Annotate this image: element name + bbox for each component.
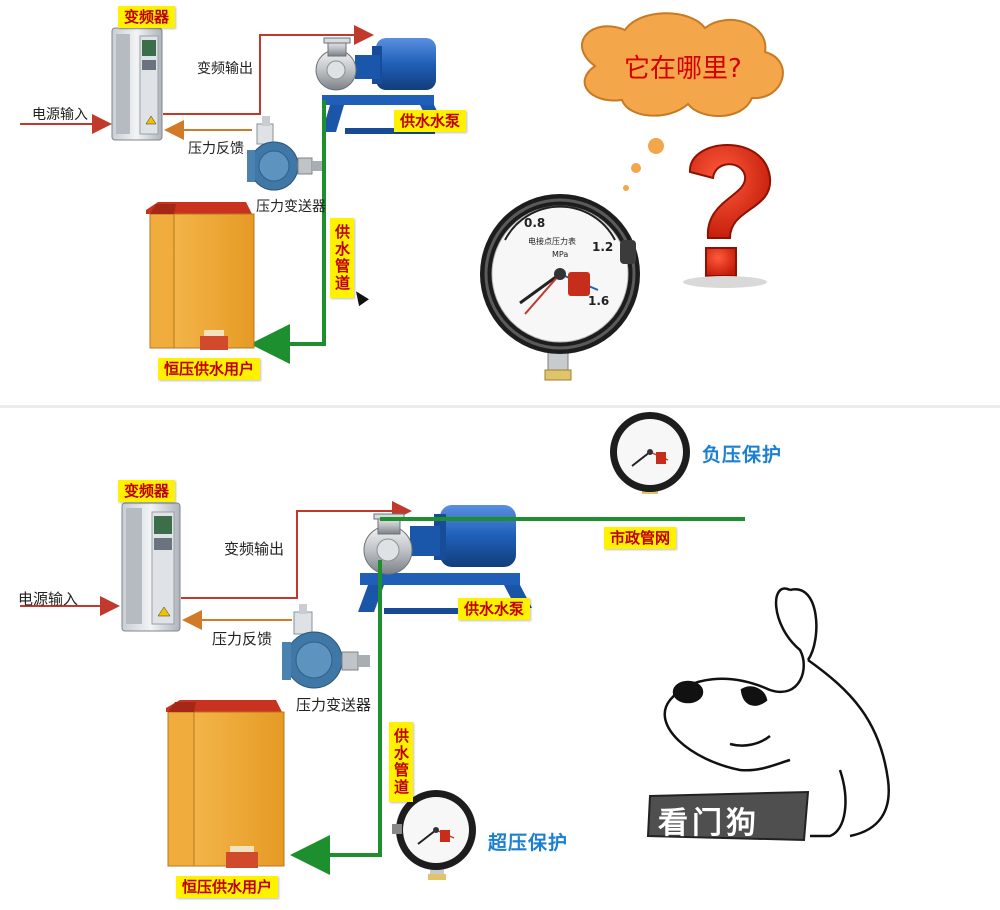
vfd-output-label-bottom: 变频输出	[224, 540, 285, 558]
pressure-transmitter-top	[247, 116, 322, 191]
gauge-reading-12: 1.2	[592, 240, 614, 254]
pressure-feedback-label-top: 压力反馈	[188, 141, 244, 157]
gauge-negative-pressure	[610, 412, 690, 494]
vfd-output-arrow-bottom	[181, 501, 412, 599]
power-input-label-bottom: 电源输入	[18, 590, 79, 608]
pressure-transmitter-bottom	[282, 604, 370, 689]
negative-pressure-protect-label: 负压保护	[702, 444, 783, 466]
vfd-output-label-top: 变频输出	[197, 61, 253, 77]
pump-label-top: 供水水泵	[394, 110, 467, 132]
power-input-label-top: 电源输入	[32, 107, 88, 123]
pump-label-bottom: 供水水泵	[458, 598, 531, 620]
gauge-title: 电接点压力表	[528, 237, 576, 246]
gauge-reading-16: 1.6	[588, 294, 610, 308]
thought-cloud	[581, 12, 784, 191]
contact-pressure-gauge-top	[480, 194, 640, 381]
users-label-top: 恒压供水用户	[158, 358, 261, 380]
section-divider	[0, 405, 1000, 408]
vfd-device-top	[111, 27, 163, 141]
gauge-unit: MPa	[552, 250, 569, 259]
watchdog-illustration	[663, 587, 890, 838]
users-label-bottom: 恒压供水用户	[176, 876, 279, 898]
water-pipe-top	[250, 100, 326, 364]
vfd-label-bottom: 变频器	[118, 480, 176, 502]
pipe-label-bottom: 供水管道	[389, 722, 413, 802]
vfd-output-arrow-top	[163, 25, 374, 115]
pressure-feedback-label-bottom: 压力反馈	[212, 630, 273, 648]
pipe-label-top: 供水管道	[330, 218, 354, 298]
gauge-reading-08: 0.8	[524, 216, 546, 230]
watchdog-text: 看门狗	[658, 806, 760, 841]
vfd-device-bottom	[121, 502, 181, 632]
transmitter-label-top: 压力变送器	[256, 199, 326, 215]
water-pipe-bottom	[290, 560, 382, 875]
question-text: 它在哪里?	[624, 54, 742, 84]
gauge-over-pressure	[392, 790, 476, 880]
vfd-label-top: 变频器	[118, 6, 176, 28]
over-pressure-protect-label: 超压保护	[488, 832, 569, 854]
building-top	[146, 202, 255, 350]
municipal-network-label: 市政管网	[604, 527, 677, 549]
transmitter-label-bottom: 压力变送器	[296, 696, 372, 714]
building-bottom	[166, 700, 285, 868]
watchdog-sign	[646, 790, 810, 842]
question-mark-icon	[683, 144, 772, 288]
